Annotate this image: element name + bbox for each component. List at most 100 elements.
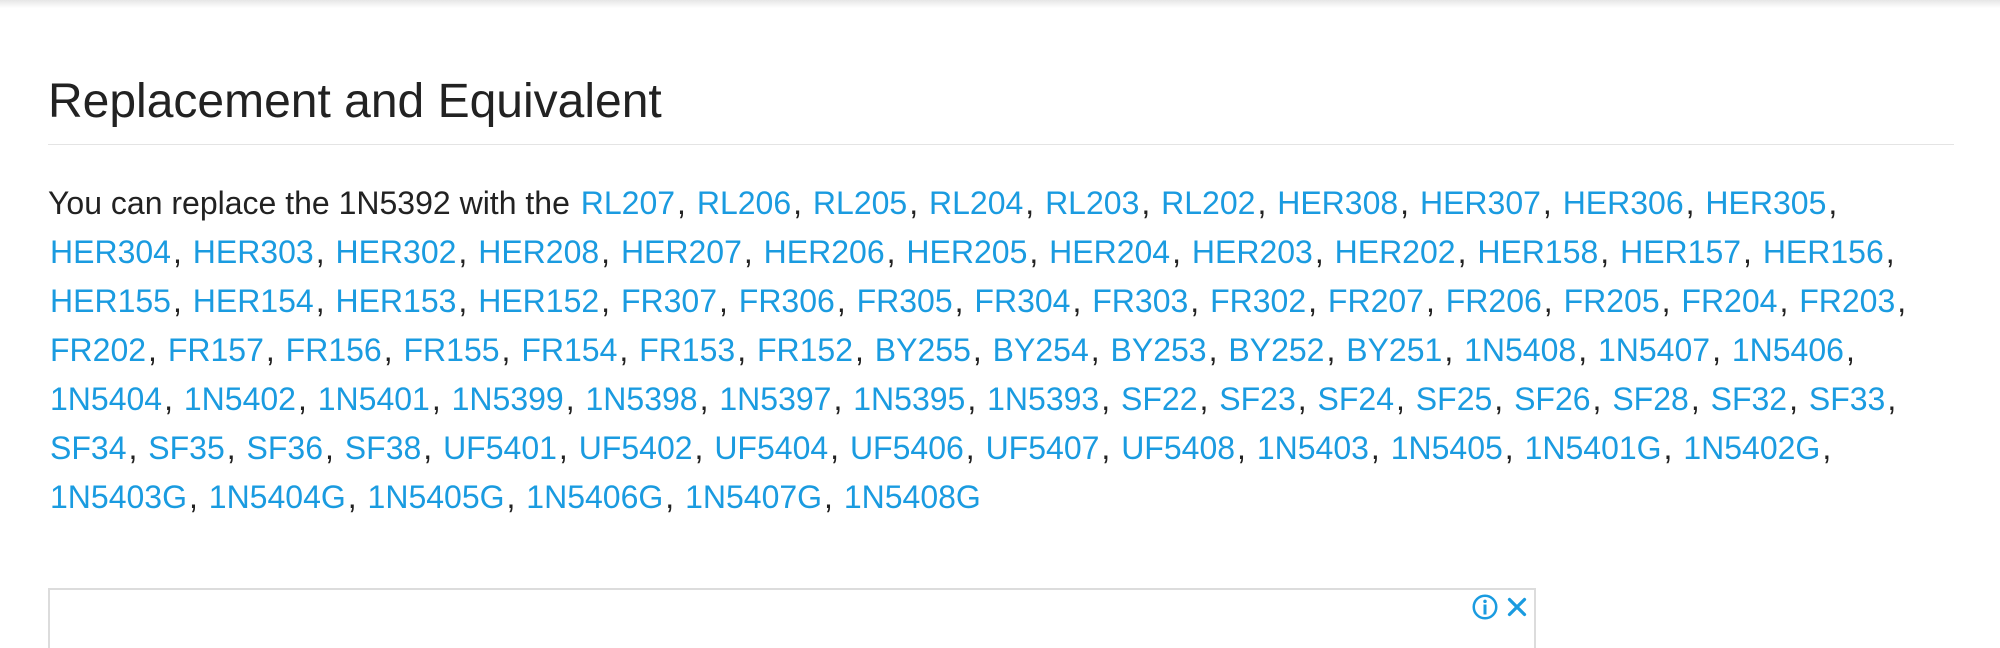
replacement-link[interactable]: FR305 <box>856 283 953 319</box>
replacement-link[interactable]: RL202 <box>1161 185 1256 221</box>
replacement-link[interactable]: FR155 <box>403 332 500 368</box>
replacement-link[interactable]: HER308 <box>1277 185 1399 221</box>
replacement-link[interactable]: FR157 <box>167 332 264 368</box>
replacement-link[interactable]: 1N5408 <box>1464 332 1577 368</box>
replacement-link[interactable]: 1N5404 <box>50 381 163 417</box>
replacement-link[interactable]: RL207 <box>580 185 676 221</box>
replacement-link[interactable]: 1N5407 <box>1597 332 1711 368</box>
replacement-link[interactable]: 1N5401G <box>1524 430 1662 466</box>
replacement-link[interactable]: FR152 <box>756 332 854 368</box>
replacement-link[interactable]: 1N5404G <box>208 479 346 515</box>
replacement-link[interactable]: HER155 <box>50 283 171 319</box>
replacement-link[interactable]: HER153 <box>335 283 457 319</box>
replacement-link[interactable]: SF38 <box>344 430 422 466</box>
replacement-link[interactable]: HER307 <box>1419 185 1541 221</box>
list-separator: , <box>1208 332 1227 368</box>
replacement-link[interactable]: 1N5403 <box>1256 430 1369 466</box>
replacement-link[interactable]: HER202 <box>1334 234 1456 270</box>
replacement-link[interactable]: FR156 <box>285 332 382 368</box>
replacement-link[interactable]: RL204 <box>928 185 1024 221</box>
replacement-link[interactable]: SF32 <box>1710 381 1788 417</box>
replacement-link[interactable]: SF35 <box>148 430 225 466</box>
replacement-link[interactable]: SF26 <box>1514 381 1591 417</box>
info-icon[interactable] <box>1470 592 1500 622</box>
replacement-section: Replacement and Equivalent You can repla… <box>48 70 1954 522</box>
replacement-link[interactable]: 1N5401 <box>317 381 430 417</box>
replacement-link[interactable]: HER208 <box>478 234 600 270</box>
replacement-link[interactable]: SF33 <box>1808 381 1886 417</box>
replacement-link[interactable]: FR207 <box>1327 283 1424 319</box>
replacement-link[interactable]: BY254 <box>992 332 1089 368</box>
replacement-link[interactable]: HER154 <box>192 283 314 319</box>
replacement-link[interactable]: HER304 <box>50 234 171 270</box>
replacement-link[interactable]: FR304 <box>974 283 1071 319</box>
replacement-link[interactable]: SF28 <box>1612 381 1689 417</box>
replacement-link[interactable]: HER203 <box>1191 234 1313 270</box>
replacement-link[interactable]: FR205 <box>1563 283 1660 319</box>
replacement-link[interactable]: FR206 <box>1445 283 1542 319</box>
replacement-link[interactable]: 1N5403G <box>50 479 187 515</box>
replacement-link[interactable]: HER156 <box>1762 234 1884 270</box>
list-separator: , <box>1661 283 1680 319</box>
replacement-link[interactable]: FR153 <box>639 332 736 368</box>
replacement-link[interactable]: 1N5397 <box>719 381 832 417</box>
list-separator: , <box>972 332 991 368</box>
replacement-link[interactable]: HER302 <box>335 234 457 270</box>
replacement-link[interactable]: FR302 <box>1210 283 1307 319</box>
replacement-link[interactable]: UF5408 <box>1121 430 1236 466</box>
replacement-link[interactable]: UF5402 <box>578 430 693 466</box>
replacement-link[interactable]: BY251 <box>1346 332 1443 368</box>
replacement-link[interactable]: 1N5398 <box>585 381 698 417</box>
replacement-link[interactable]: RL203 <box>1045 185 1140 221</box>
replacement-link[interactable]: BY255 <box>874 332 971 368</box>
replacement-link[interactable]: 1N5393 <box>987 381 1100 417</box>
replacement-link[interactable]: HER204 <box>1049 234 1171 270</box>
replacement-link[interactable]: BY252 <box>1228 332 1325 368</box>
replacement-link[interactable]: UF5407 <box>985 430 1100 466</box>
replacement-link[interactable]: 1N5402 <box>183 381 296 417</box>
replacement-link[interactable]: HER152 <box>478 283 600 319</box>
replacement-link[interactable]: FR203 <box>1799 283 1896 319</box>
replacement-link[interactable]: SF22 <box>1121 381 1198 417</box>
replacement-link[interactable]: FR303 <box>1092 283 1189 319</box>
replacement-link[interactable]: 1N5406G <box>526 479 664 515</box>
replacement-link[interactable]: SF36 <box>246 430 324 466</box>
replacement-link[interactable]: BY253 <box>1110 332 1207 368</box>
list-separator: , <box>1101 381 1119 417</box>
replacement-link[interactable]: SF25 <box>1415 381 1493 417</box>
replacement-link[interactable]: HER206 <box>763 234 885 270</box>
list-separator: , <box>164 381 182 417</box>
replacement-link[interactable]: 1N5405G <box>367 479 505 515</box>
replacement-link[interactable]: 1N5406 <box>1731 332 1844 368</box>
replacement-link[interactable]: FR306 <box>738 283 835 319</box>
replacement-link[interactable]: FR204 <box>1681 283 1778 319</box>
replacement-link[interactable]: HER157 <box>1620 234 1742 270</box>
replacement-link[interactable]: UF5406 <box>849 430 964 466</box>
replacement-link[interactable]: FR154 <box>521 332 618 368</box>
replacement-link[interactable]: 1N5402G <box>1683 430 1821 466</box>
replacement-link[interactable]: HER207 <box>620 234 742 270</box>
replacement-link[interactable]: HER303 <box>192 234 314 270</box>
replacement-link[interactable]: UF5404 <box>714 430 829 466</box>
replacement-link[interactable]: 1N5399 <box>451 381 564 417</box>
replacement-link[interactable]: HER158 <box>1477 234 1599 270</box>
replacement-link[interactable]: SF23 <box>1219 381 1296 417</box>
replacement-link[interactable]: SF24 <box>1317 381 1395 417</box>
replacement-link[interactable]: HER305 <box>1705 185 1827 221</box>
replacement-link[interactable]: 1N5395 <box>853 381 966 417</box>
replacement-link[interactable]: 1N5407G <box>685 479 823 515</box>
replacement-link[interactable]: HER306 <box>1562 185 1684 221</box>
replacement-link[interactable]: FR307 <box>620 283 717 319</box>
replacement-link[interactable]: SF34 <box>50 430 127 466</box>
replacement-link[interactable]: 1N5408G <box>843 479 981 515</box>
replacement-link[interactable]: RL205 <box>812 185 908 221</box>
replacement-link[interactable]: FR202 <box>50 332 147 368</box>
list-separator: , <box>737 332 755 368</box>
replacement-link[interactable]: 1N5405 <box>1390 430 1503 466</box>
replacement-link[interactable]: RL206 <box>696 185 792 221</box>
list-separator: , <box>565 381 584 417</box>
list-separator: , <box>1457 234 1476 270</box>
close-icon[interactable] <box>1502 592 1532 622</box>
replacement-link[interactable]: HER205 <box>906 234 1028 270</box>
replacement-link[interactable]: UF5401 <box>443 430 557 466</box>
